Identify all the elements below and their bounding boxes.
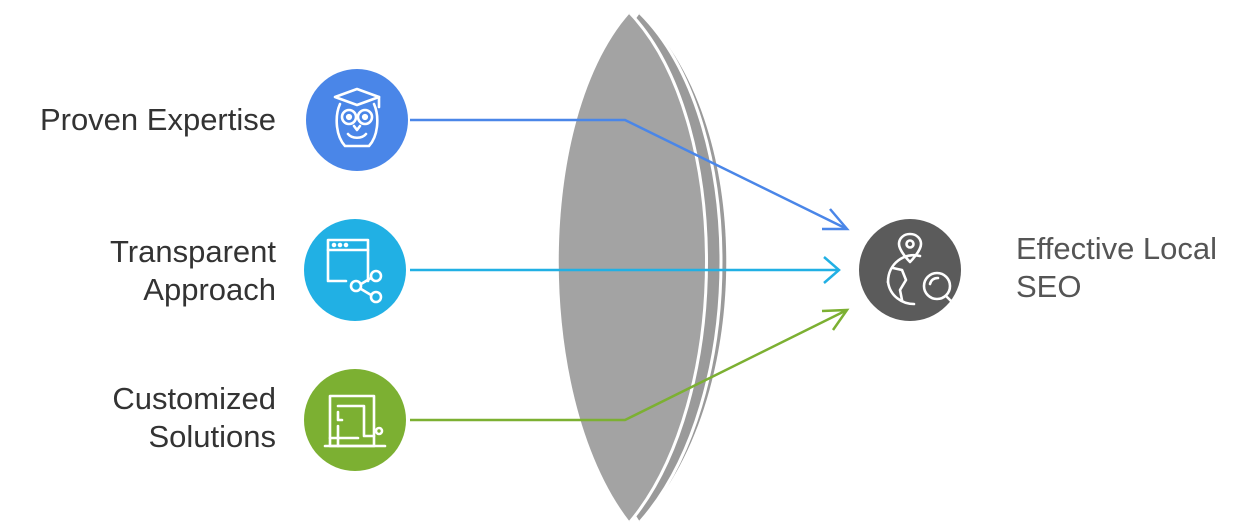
arrow-expertise — [410, 118, 850, 231]
lens-rim-highlight — [638, 11, 723, 522]
browser-share-icon — [326, 238, 383, 304]
label-effective-local-seo: Effective Local SEO — [1016, 230, 1217, 306]
arrow-transparent — [410, 256, 841, 284]
outcome-node — [859, 219, 961, 321]
transparent-node — [304, 219, 406, 321]
label-line: SEO — [1016, 269, 1082, 304]
arrow-custom — [410, 308, 850, 422]
label-line: Transparent — [110, 234, 276, 269]
custom-node — [304, 369, 406, 471]
lens — [558, 11, 727, 522]
label-customized-solutions: Customized Solutions — [112, 380, 276, 456]
globe-search-icon — [886, 232, 960, 310]
label-transparent-approach: Transparent Approach — [110, 233, 276, 309]
lens-front — [558, 13, 707, 522]
label-proven-expertise: Proven Expertise — [40, 101, 276, 139]
label-line: Customized — [112, 381, 276, 416]
label-line: Effective Local — [1016, 231, 1218, 266]
owl-graduate-icon — [333, 87, 381, 148]
label-line: Approach — [143, 272, 276, 307]
label-line: Proven Expertise — [39, 102, 276, 137]
label-line: Solutions — [148, 419, 276, 454]
sewing-machine-icon — [323, 394, 387, 448]
lens-front-edge — [628, 11, 708, 522]
expertise-node — [306, 69, 408, 171]
